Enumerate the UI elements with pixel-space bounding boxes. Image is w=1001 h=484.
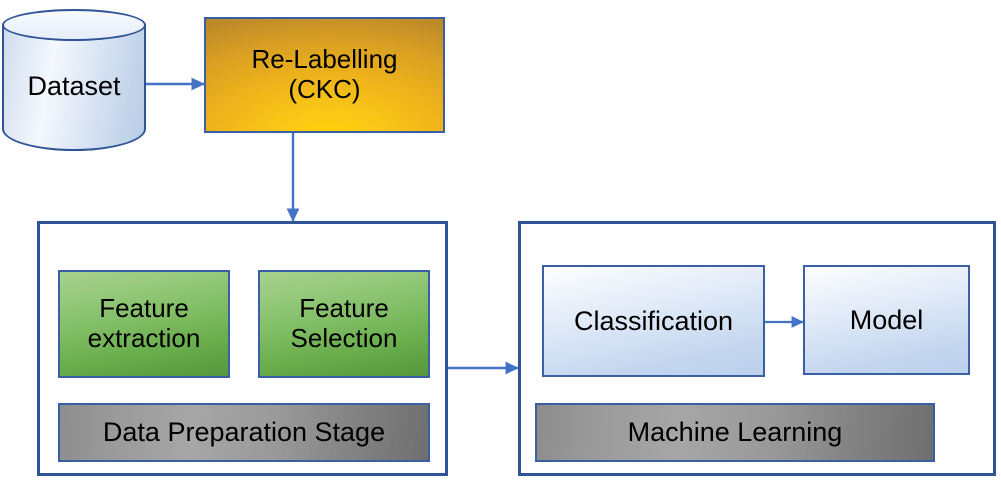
node-feature-selection[interactable]: Feature Selection [258, 270, 430, 378]
node-machine-learning-label: Machine Learning [627, 417, 843, 448]
cylinder-body [2, 25, 146, 151]
node-relabelling[interactable]: Re-Labelling (CKC) [204, 17, 445, 133]
node-classification[interactable]: Classification [542, 265, 765, 377]
node-model-label: Model [849, 304, 924, 335]
node-feature-extraction[interactable]: Feature extraction [58, 270, 230, 378]
node-data-preparation-stage-label: Data Preparation Stage [102, 417, 386, 448]
node-machine-learning[interactable]: Machine Learning [535, 403, 935, 462]
cylinder-top-ellipse [2, 9, 146, 41]
node-feature-extraction-label: Feature extraction [87, 293, 201, 353]
node-relabelling-label: Re-Labelling (CKC) [251, 44, 398, 104]
node-data-preparation-stage[interactable]: Data Preparation Stage [58, 403, 430, 462]
node-model[interactable]: Model [803, 265, 970, 375]
node-classification-label: Classification [573, 305, 734, 336]
node-dataset[interactable]: Dataset [2, 9, 146, 151]
node-feature-selection-label: Feature Selection [290, 293, 398, 353]
